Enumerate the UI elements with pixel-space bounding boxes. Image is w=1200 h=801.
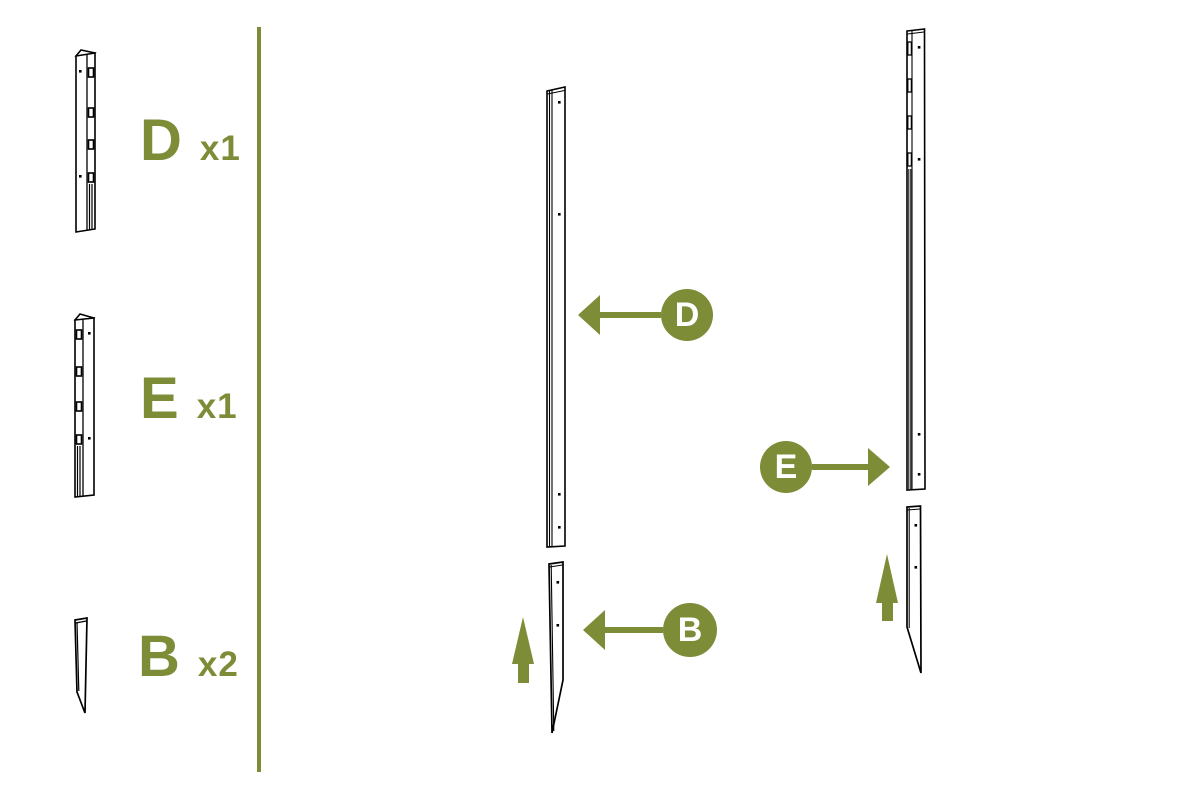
left-arrow-icon xyxy=(578,295,600,335)
part-b-label: B x2 xyxy=(138,628,239,686)
callout-circle: E xyxy=(760,441,812,493)
part-d-label: D x1 xyxy=(140,112,241,170)
part-letter: E xyxy=(140,366,179,431)
left-arrow-icon xyxy=(583,610,605,650)
callout-line xyxy=(812,464,868,470)
up-arrow-icon xyxy=(512,617,534,683)
stake-b-right-drawing xyxy=(906,505,922,674)
stake-b-left-drawing xyxy=(548,561,564,734)
callout-e: E xyxy=(760,441,890,493)
part-count: x1 xyxy=(199,129,241,168)
callout-letter: E xyxy=(774,448,798,486)
part-letter: D xyxy=(140,108,182,173)
callout-letter: B xyxy=(677,611,703,649)
part-count: x2 xyxy=(197,645,239,684)
callout-circle: D xyxy=(661,289,713,341)
callout-b: B xyxy=(583,603,717,657)
post-d-drawing xyxy=(546,86,566,548)
right-arrow-icon xyxy=(868,448,890,486)
callout-letter: D xyxy=(674,296,700,334)
post-e-drawing xyxy=(906,28,926,491)
part-e-label: E x1 xyxy=(140,370,238,428)
callout-circle: B xyxy=(663,603,717,657)
legend-divider xyxy=(257,27,261,772)
callout-line xyxy=(600,312,661,318)
callout-line xyxy=(605,627,663,633)
callout-d: D xyxy=(578,289,713,341)
part-count: x1 xyxy=(196,387,238,426)
part-letter: B xyxy=(138,624,180,689)
part-e-icon xyxy=(73,313,96,498)
part-d-icon xyxy=(74,49,97,233)
up-arrow-icon xyxy=(876,554,898,621)
part-b-icon xyxy=(74,616,88,714)
